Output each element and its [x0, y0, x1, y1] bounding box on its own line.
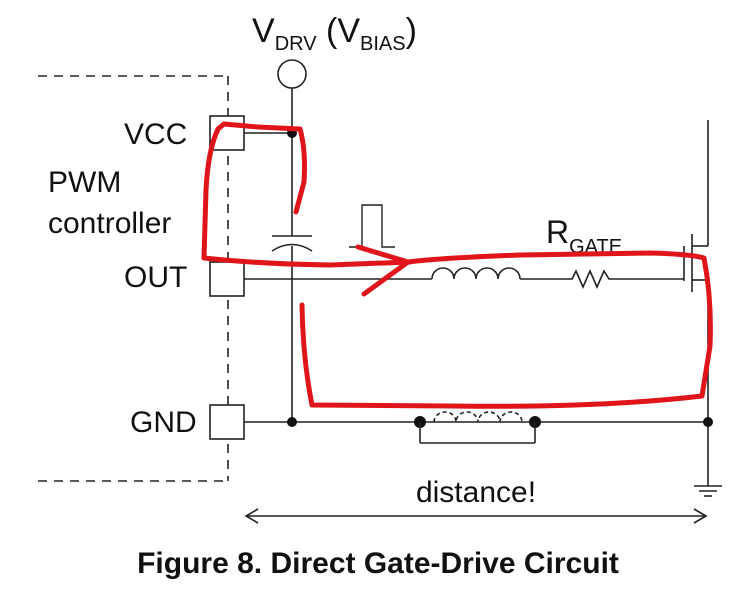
- gate-resistor-icon: [565, 269, 615, 289]
- return-inductor-icon: [414, 411, 541, 444]
- distance-label: distance!: [416, 476, 536, 509]
- gate-inductor-icon: [431, 267, 521, 280]
- distance-arrow: [244, 508, 708, 524]
- decoupling-capacitor-icon: [271, 235, 313, 252]
- supply-label: VDRV (VBIAS): [252, 12, 417, 55]
- source-node-dot: [703, 417, 713, 427]
- figure-caption: Figure 8. Direct Gate-Drive Circuit: [137, 547, 619, 580]
- controller-name-line2: controller: [48, 207, 171, 240]
- mosfet-icon: [683, 120, 709, 486]
- pin-box-out: [209, 261, 245, 297]
- controller-name-line1: PWM: [48, 166, 121, 199]
- pin-label-vcc: VCC: [124, 118, 187, 151]
- pin-label-out: OUT: [124, 261, 187, 294]
- current-loop-annotation: [201, 121, 713, 409]
- pin-box-gnd: [209, 404, 245, 440]
- pulse-waveform-icon: [349, 204, 395, 248]
- earth-ground-icon: [694, 485, 722, 497]
- gnd-node-dot: [287, 417, 297, 427]
- supply-source-icon: [277, 59, 307, 89]
- pin-label-gnd: GND: [130, 406, 197, 439]
